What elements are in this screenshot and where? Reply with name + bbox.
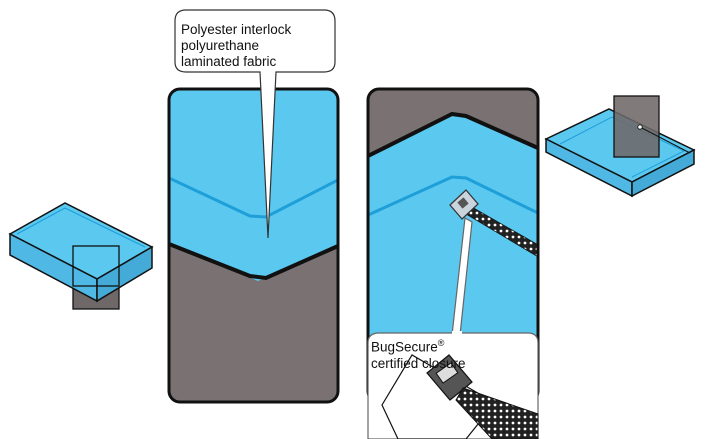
fabric-panel-outline	[167, 87, 340, 404]
closure-label-line2: certified closure	[371, 355, 466, 371]
fabric-label-line2: polyurethane	[181, 38, 260, 53]
closure-callout-label: BugSecure® certified closure	[371, 335, 466, 372]
closure-callout	[367, 217, 539, 439]
fabric-callout	[174, 9, 336, 239]
fabric-panel	[169, 89, 338, 402]
zipper-pull-icon	[449, 189, 479, 220]
closure-brand-name: BugSecure	[371, 339, 438, 355]
fabric-label-line3: laminated fabric	[181, 54, 277, 69]
mattress-encasement-right-icon	[544, 95, 696, 198]
registered-mark: ®	[437, 338, 445, 348]
closure-label-line1: BugSecure®	[371, 335, 466, 356]
fabric-label-line1: Polyester interlock	[181, 22, 292, 37]
mattress-encasement-left-icon	[8, 202, 154, 310]
fabric-callout-label: Polyester interlock polyurethane laminat…	[181, 22, 291, 70]
